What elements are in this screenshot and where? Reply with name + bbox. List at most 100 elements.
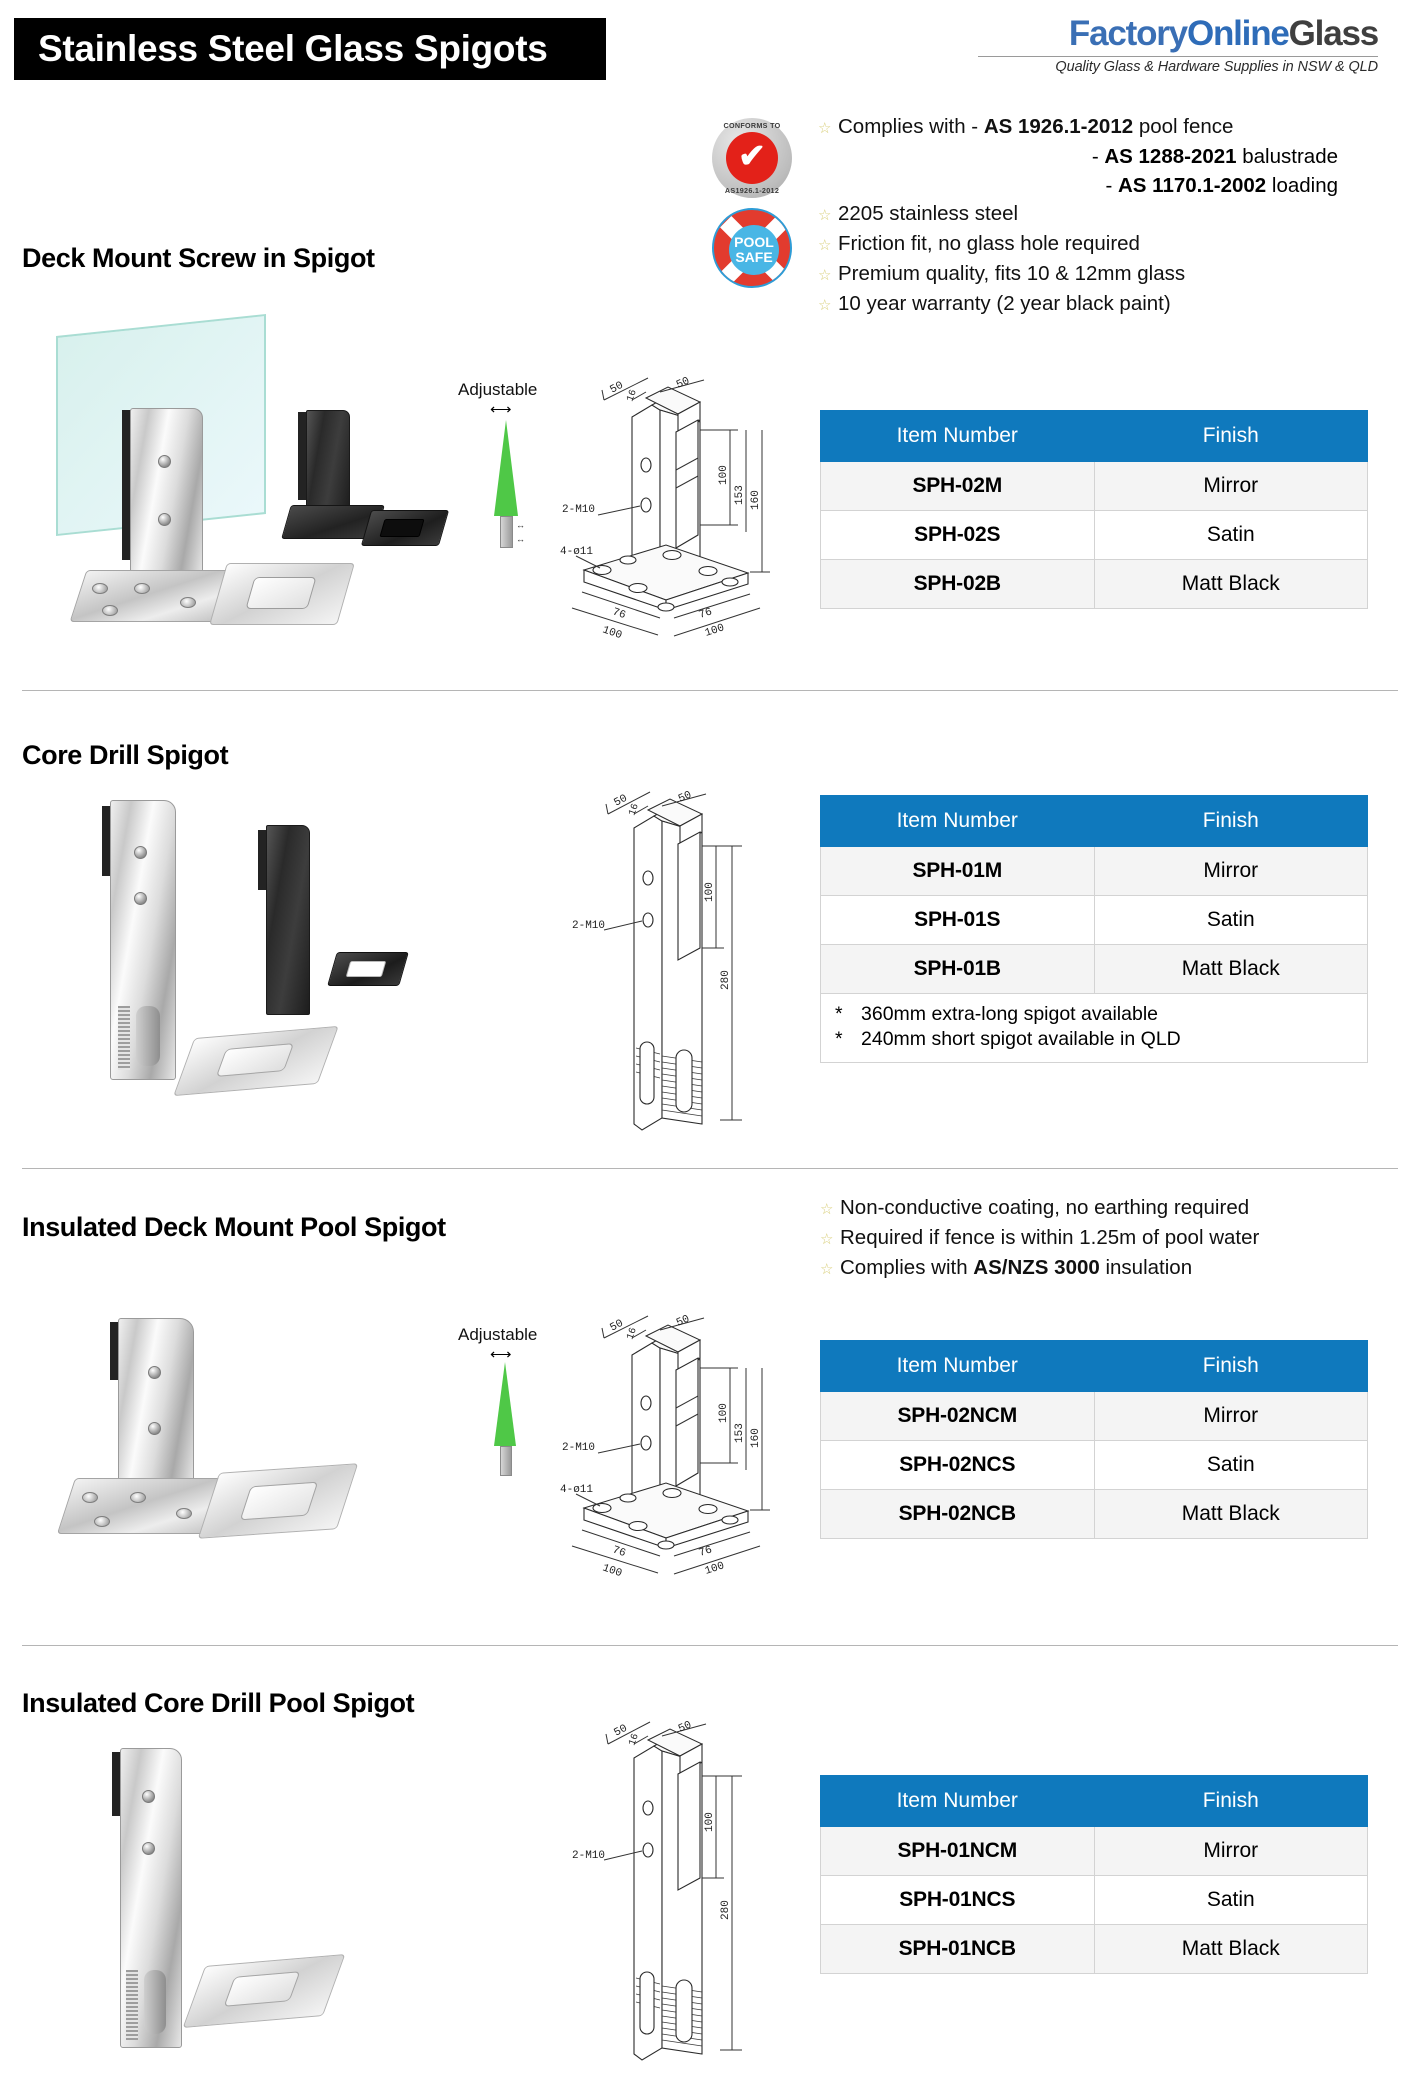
base-fixing-hole bbox=[102, 605, 118, 616]
insulated-bullet-text: Required if fence is within 1.25m of poo… bbox=[840, 1226, 1260, 1249]
product-photo-insulated-deck-mount bbox=[56, 1300, 420, 1590]
dim-thread: 2-M10 bbox=[572, 920, 605, 932]
section-title: Deck Mount Screw in Spigot bbox=[22, 243, 375, 273]
insulated-bullet: ☆ Non-conductive coating, no earthing req… bbox=[820, 1195, 1400, 1223]
checkmark-icon: ✔ bbox=[738, 137, 766, 174]
adjustable-label: Adjustable bbox=[458, 1325, 538, 1344]
table-header-row: Item Number Finish bbox=[820, 1775, 1368, 1827]
base-fixing-hole bbox=[130, 1492, 146, 1503]
cell-item-number: SPH-01S bbox=[820, 895, 1095, 945]
brand-divider bbox=[978, 55, 1378, 57]
cell-item-number: SPH-02NCS bbox=[820, 1440, 1095, 1490]
cell-item-number: SPH-01NCM bbox=[820, 1826, 1095, 1876]
compliance-bullet: ☆Premium quality, fits 10 & 12mm glass bbox=[818, 261, 1412, 289]
star-bullet-icon: ☆ bbox=[818, 207, 832, 224]
dim-holes: 4-ø11 bbox=[560, 1484, 593, 1496]
page-title-bar: Stainless Steel Glass Spigots bbox=[14, 18, 606, 80]
spigot-bolt bbox=[158, 455, 171, 468]
technical-drawing-svg: 2-M10 50 16 50 100 280 bbox=[572, 789, 742, 1131]
base-fixing-hole bbox=[82, 1492, 98, 1503]
brand-word-factory: Factory bbox=[1068, 14, 1188, 53]
glass-gasket bbox=[122, 410, 133, 560]
dim-50-right: 50 bbox=[677, 1719, 694, 1735]
compliance-bullet-list: ☆ Complies with - AS 1926.1-2012 pool fe… bbox=[818, 112, 1412, 321]
section-title: Insulated Core Drill Pool Spigot bbox=[22, 1688, 415, 1718]
cell-finish: Matt Black bbox=[1093, 1924, 1368, 1974]
brand-word-glass: Glass bbox=[1288, 14, 1380, 53]
dim-16: 16 bbox=[625, 1326, 639, 1341]
bullet-lead: Complies with - bbox=[838, 115, 984, 138]
dim-50-left: 50 bbox=[608, 1318, 625, 1335]
dim-16: 16 bbox=[627, 1732, 641, 1747]
dim-100: 100 bbox=[704, 1812, 716, 1832]
page-title: Stainless Steel Glass Spigots bbox=[38, 28, 548, 69]
knurled-section bbox=[126, 1970, 138, 2040]
bullet-lead: Complies with bbox=[840, 1256, 974, 1279]
dim-153: 153 bbox=[734, 485, 746, 505]
dim-50-left: 50 bbox=[612, 793, 629, 810]
compliance-bullet: ☆ 10 year warranty (2 year black paint) bbox=[818, 291, 1412, 319]
cell-finish: Matt Black bbox=[1093, 1489, 1368, 1539]
spigot-bolt bbox=[142, 1842, 155, 1855]
column-header-item-number: Item Number bbox=[820, 1340, 1095, 1392]
technical-drawing-svg: 2-M10 50 16 50 100 280 bbox=[572, 1719, 742, 2061]
dim-160: 160 bbox=[750, 1428, 762, 1448]
base-fixing-hole bbox=[92, 583, 108, 594]
conforms-to-badge-icon: CONFORMS TO ✔ AS1926.1-2012 bbox=[712, 118, 792, 198]
subline-tail: balustrade bbox=[1236, 145, 1338, 168]
cover-plate-black-aperture bbox=[379, 519, 425, 537]
spigot-slot bbox=[144, 1970, 166, 2034]
dim-280: 280 bbox=[720, 970, 732, 990]
adjust-post-stub bbox=[500, 516, 513, 548]
star-bullet-icon: ☆ bbox=[820, 1231, 834, 1248]
insulated-bullet-text: Non-conductive coating, no earthing requ… bbox=[840, 1196, 1250, 1219]
section-deck-mount-screw-in-spigot: Deck Mount Screw in Spigot bbox=[0, 243, 1420, 274]
cover-plate-aperture bbox=[245, 577, 317, 609]
star-bullet-icon: ☆ bbox=[818, 297, 832, 314]
brand-logo: FactoryOnlineGlass Quality Glass & Hardw… bbox=[978, 14, 1380, 75]
cell-finish: Mirror bbox=[1093, 1826, 1368, 1876]
footnote: *360mm extra-long spigot available bbox=[821, 1002, 1367, 1027]
cell-finish: Satin bbox=[1093, 1440, 1368, 1490]
adjust-arrow-icon: ⟷ bbox=[490, 1346, 511, 1363]
spigot-body-mirror bbox=[118, 1318, 194, 1486]
spigot-bolt bbox=[142, 1790, 155, 1803]
footnote-text: 360mm extra-long spigot available bbox=[861, 1003, 1158, 1025]
subline-dash: - bbox=[1091, 145, 1105, 168]
cell-finish: Mirror bbox=[1093, 846, 1368, 896]
section-divider bbox=[22, 1168, 1398, 1169]
conforms-badge-disc bbox=[726, 132, 778, 184]
cell-item-number: SPH-02M bbox=[820, 461, 1095, 511]
dim-holes: 4-ø11 bbox=[560, 546, 593, 558]
cell-item-number: SPH-01NCS bbox=[820, 1875, 1095, 1925]
cell-item-number: SPH-02B bbox=[820, 559, 1095, 609]
dim-100-left: 100 bbox=[601, 624, 624, 642]
dim-76-left: 76 bbox=[611, 1544, 627, 1560]
dim-100: 100 bbox=[718, 1403, 730, 1423]
dim-50-left: 50 bbox=[608, 380, 625, 397]
cell-item-number: SPH-02NCB bbox=[820, 1489, 1095, 1539]
insulated-bullet-text: Complies with AS/NZS 3000 insulation bbox=[840, 1255, 1192, 1281]
star-bullet-icon: ☆ bbox=[820, 1201, 834, 1218]
section-insulated-deck-mount-pool-spigot: Insulated Deck Mount Pool Spigot bbox=[0, 1212, 1420, 1243]
cell-item-number: SPH-01M bbox=[820, 846, 1095, 896]
compliance-bullet-text: 10 year warranty (2 year black paint) bbox=[838, 292, 1171, 315]
certification-badges: CONFORMS TO ✔ AS1926.1-2012 POOL SAFE bbox=[712, 112, 804, 321]
column-header-item-number: Item Number bbox=[820, 1775, 1095, 1827]
